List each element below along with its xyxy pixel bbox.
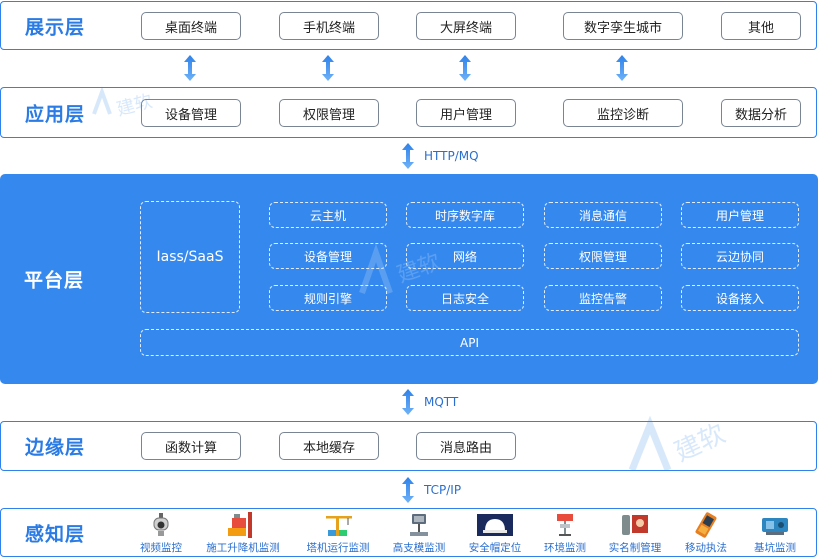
protocol-label-tcp-ip: TCP/IP bbox=[424, 483, 462, 497]
app-item-data-analysis: 数据分析 bbox=[721, 99, 801, 127]
perception-item-label: 实名制管理 bbox=[608, 542, 662, 554]
perception-item-tower-crane: 塔机运行监测 bbox=[300, 512, 376, 556]
edge-layer: 边缘层 函数计算 本地缓存 消息路由 bbox=[0, 421, 817, 471]
perception-item-label: 塔机运行监测 bbox=[306, 542, 370, 554]
perception-item-formwork: 高支模监测 bbox=[381, 512, 457, 556]
perception-item-label: 基坑监测 bbox=[754, 542, 796, 554]
platform-item-messaging: 消息通信 bbox=[544, 202, 662, 228]
platform-item-cloud-edge-collab: 云边协同 bbox=[681, 243, 799, 269]
perception-item-helmet: 安全帽定位 bbox=[457, 512, 533, 556]
face-recognition-icon bbox=[622, 515, 648, 535]
platform-api-bar: API bbox=[140, 329, 799, 356]
watermark-logo: 建软 bbox=[352, 238, 444, 313]
app-item-device-management: 设备管理 bbox=[141, 99, 241, 127]
svg-text:建软: 建软 bbox=[394, 250, 442, 289]
edge-item-local-cache: 本地缓存 bbox=[279, 432, 379, 460]
platform-item-monitoring-alarm: 监控告警 bbox=[544, 285, 662, 311]
display-item-desktop: 桌面终端 bbox=[141, 12, 241, 40]
svg-text:建软: 建软 bbox=[670, 419, 730, 468]
display-item-mobile: 手机终端 bbox=[279, 12, 379, 40]
perception-item-mobile-enforcement: 移动执法 bbox=[668, 512, 744, 556]
perception-item-label: 高支模监测 bbox=[392, 542, 446, 554]
platform-item-user-management: 用户管理 bbox=[681, 202, 799, 228]
display-item-other: 其他 bbox=[721, 12, 801, 40]
perception-layer: 感知层 bbox=[0, 508, 817, 557]
platform-layer-title: 平台层 bbox=[24, 270, 85, 292]
double-arrow-icon bbox=[459, 55, 471, 81]
platform-item-log-security: 日志安全 bbox=[406, 285, 524, 311]
protocol-label-http-mq: HTTP/MQ bbox=[424, 149, 479, 163]
platform-item-network: 网络 bbox=[406, 243, 524, 269]
platform-item-rule-engine: 规则引擎 bbox=[269, 285, 387, 311]
svg-text:建软: 建软 bbox=[114, 91, 154, 121]
app-item-permission-management: 权限管理 bbox=[279, 99, 379, 127]
edge-item-message-routing: 消息路由 bbox=[416, 432, 516, 460]
platform-layer: 平台层 Iass/SaaS 云主机 时序数字库 消息通信 用户管理 设备管理 网… bbox=[0, 174, 818, 384]
perception-item-environment: 环境监测 bbox=[527, 512, 603, 556]
app-item-monitoring-diagnosis: 监控诊断 bbox=[563, 99, 683, 127]
app-item-user-management: 用户管理 bbox=[416, 99, 516, 127]
perception-item-label: 安全帽定位 bbox=[468, 542, 522, 554]
perception-item-video: 视频监控 bbox=[123, 512, 199, 556]
camera-icon bbox=[153, 513, 169, 536]
hoist-icon bbox=[228, 512, 252, 538]
perception-item-realname: 实名制管理 bbox=[597, 512, 673, 556]
platform-item-timeseries-db: 时序数字库 bbox=[406, 202, 524, 228]
watermark-logo: 建软 bbox=[86, 84, 156, 129]
application-layer: 应用层 设备管理 权限管理 用户管理 监控诊断 数据分析 bbox=[0, 87, 817, 138]
perception-item-label: 施工升降机监测 bbox=[206, 542, 280, 554]
helmet-icon bbox=[477, 514, 513, 536]
protocol-label-mqtt: MQTT bbox=[424, 395, 459, 409]
watermark-logo: 建软 bbox=[622, 405, 732, 490]
perception-item-label: 移动执法 bbox=[685, 542, 727, 554]
double-arrow-icon bbox=[402, 477, 414, 503]
platform-iaas-saas-box: Iass/SaaS bbox=[140, 201, 240, 313]
perception-item-label: 环境监测 bbox=[544, 542, 586, 554]
edge-item-function-compute: 函数计算 bbox=[141, 432, 241, 460]
double-arrow-icon bbox=[322, 55, 334, 81]
double-arrow-icon bbox=[402, 143, 414, 169]
application-layer-title: 应用层 bbox=[25, 104, 86, 125]
perception-item-label: 视频监控 bbox=[140, 542, 182, 554]
mobile-device-icon bbox=[695, 512, 717, 538]
environment-sensor-icon bbox=[557, 514, 573, 536]
display-item-bigscreen: 大屏终端 bbox=[416, 12, 516, 40]
edge-layer-title: 边缘层 bbox=[25, 437, 86, 459]
platform-item-cloud-host: 云主机 bbox=[269, 202, 387, 228]
display-layer: 展示层 桌面终端 手机终端 大屏终端 数字孪生城市 其他 bbox=[0, 1, 817, 50]
tower-crane-icon bbox=[326, 516, 352, 536]
platform-item-device-access: 设备接入 bbox=[681, 285, 799, 311]
platform-item-device-management: 设备管理 bbox=[269, 243, 387, 269]
double-arrow-icon bbox=[402, 389, 414, 415]
foundation-pit-sensor-icon bbox=[762, 518, 788, 535]
display-layer-title: 展示层 bbox=[25, 17, 86, 38]
double-arrow-icon bbox=[616, 55, 628, 81]
display-item-digital-twin: 数字孪生城市 bbox=[563, 12, 683, 40]
perception-layer-title: 感知层 bbox=[25, 524, 86, 545]
formwork-sensor-icon bbox=[410, 514, 428, 536]
perception-item-foundation-pit: 基坑监测 bbox=[737, 512, 813, 556]
platform-item-permission-management: 权限管理 bbox=[544, 243, 662, 269]
perception-item-hoist: 施工升降机监测 bbox=[205, 512, 281, 556]
double-arrow-icon bbox=[184, 55, 196, 81]
